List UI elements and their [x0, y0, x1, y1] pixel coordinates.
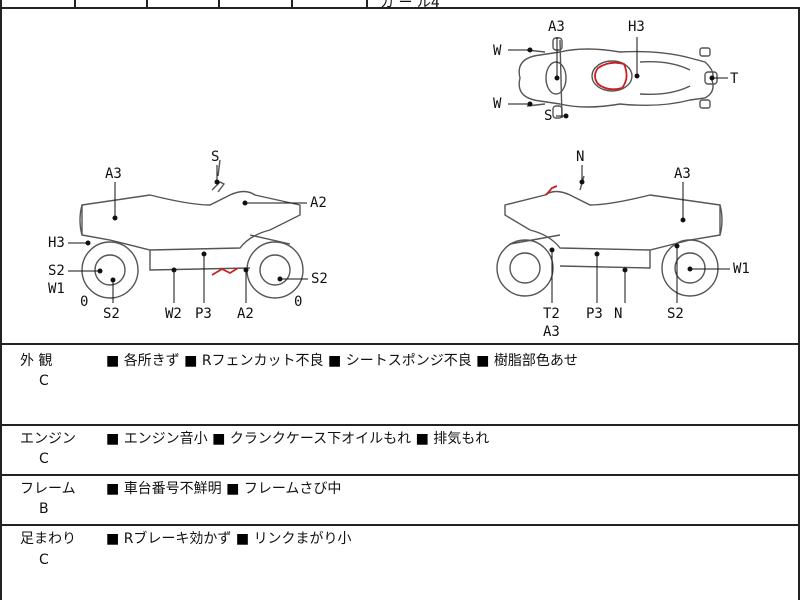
left-label-a2-upper: A2	[310, 195, 327, 211]
right-label-t2: T2	[543, 306, 560, 322]
item: 各所きず	[123, 353, 180, 369]
item: フレームさび中	[243, 481, 342, 497]
section-grade: C	[39, 373, 49, 389]
right-label-s2: S2	[667, 306, 684, 322]
top-view-labels: A3 H3 W W S T	[493, 19, 739, 124]
left-label-s2-bottom: S2	[103, 306, 120, 322]
left-label-p3: P3	[195, 306, 212, 322]
bullet-icon: ■	[212, 431, 226, 447]
left-view-labels: S A3 A2 H3 S2 W1 0 S2 W2 P3 A2 S2 0	[48, 149, 328, 322]
bullet-icon: ■	[328, 353, 342, 369]
section-grade: C	[39, 552, 49, 568]
item: リンクまがり小	[253, 531, 352, 547]
item: エンジン音小	[123, 431, 208, 447]
bullet-icon: ■	[476, 353, 490, 369]
section-grade: B	[39, 501, 49, 517]
header-strip: カ ー ル4	[0, 0, 800, 11]
damage-mark-left	[211, 267, 239, 276]
top-label-h3: H3	[628, 19, 645, 35]
bullet-icon: ■	[235, 531, 250, 547]
left-label-s: S	[211, 149, 219, 165]
section-exterior: 外 観 C ■ 各所きず ■ Rフェンカット不良 ■ シートスポンジ不良 ■ 樹…	[0, 345, 800, 424]
bullet-icon: ■	[106, 531, 120, 547]
section-items: ■ 車台番号不鮮明 ■ フレームさび中	[106, 478, 341, 498]
top-label-s: S	[544, 108, 552, 124]
right-label-w1: W1	[733, 261, 750, 277]
left-label-a2-bottom: A2	[237, 306, 254, 322]
section-title: 足まわり	[20, 531, 76, 547]
item: クランクケース下オイルもれ	[229, 431, 412, 447]
item: 車台番号不鮮明	[123, 481, 222, 497]
item: 樹脂部色あせ	[493, 353, 578, 369]
left-label-s2-left: S2	[48, 263, 65, 279]
top-label-t: T	[730, 71, 739, 87]
damage-mark-top	[594, 61, 628, 91]
bullet-icon: ■	[106, 353, 120, 369]
right-label-n-bottom: N	[614, 306, 622, 322]
left-label-0-right: 0	[294, 294, 302, 310]
scooter-right-view	[496, 175, 723, 297]
section-title: フレーム	[20, 481, 76, 497]
bullet-icon: ■	[106, 481, 120, 497]
bullet-icon: ■	[184, 353, 198, 369]
section-items: ■ エンジン音小 ■ クランクケース下オイルもれ ■ 排気もれ	[106, 428, 489, 448]
right-view-labels: N A3 W1 T2 A3 P3 N S2	[543, 149, 750, 340]
header-partial-text: カ ー ル4	[380, 0, 440, 11]
left-label-h3: H3	[48, 235, 65, 251]
scooter-left-view	[79, 159, 304, 299]
left-label-0-left: 0	[80, 294, 88, 310]
scooter-top-view	[518, 37, 718, 119]
item: シートスポンジ不良	[345, 353, 472, 369]
right-label-a3-bottom: A3	[543, 324, 560, 340]
top-label-w-upper: W	[493, 43, 502, 59]
section-engine: エンジン C ■ エンジン音小 ■ クランクケース下オイルもれ ■ 排気もれ	[0, 426, 800, 474]
right-label-n-top: N	[576, 149, 584, 165]
section-items: ■ Rブレーキ効かず ■ リンクまがり小	[106, 528, 352, 548]
section-grade: C	[39, 451, 49, 467]
bullet-icon: ■	[226, 481, 240, 497]
item: Rブレーキ効かず	[123, 531, 232, 547]
item: 排気もれ	[433, 431, 490, 447]
section-title: 外 観	[20, 353, 53, 369]
top-label-w-lower: W	[493, 96, 502, 112]
left-label-w2: W2	[165, 306, 182, 322]
right-label-p3: P3	[586, 306, 603, 322]
section-frame: フレーム B ■ 車台番号不鮮明 ■ フレームさび中	[0, 476, 800, 524]
bullet-icon: ■	[415, 431, 429, 447]
damage-mark-right	[545, 185, 558, 196]
item: Rフェンカット不良	[201, 353, 324, 369]
left-label-s2-right: S2	[311, 271, 328, 287]
section-title: エンジン	[20, 431, 76, 447]
left-label-a3: A3	[105, 166, 122, 182]
section-items: ■ 各所きず ■ Rフェンカット不良 ■ シートスポンジ不良 ■ 樹脂部色あせ	[106, 350, 578, 370]
section-suspension: 足まわり C ■ Rブレーキ効かず ■ リンクまがり小	[0, 526, 800, 600]
top-label-a3: A3	[548, 19, 565, 35]
right-label-a3-top: A3	[674, 166, 691, 182]
bullet-icon: ■	[106, 431, 120, 447]
damage-diagram: A3 H3 W W S T S A3	[48, 19, 750, 340]
left-label-w1: W1	[48, 281, 65, 297]
